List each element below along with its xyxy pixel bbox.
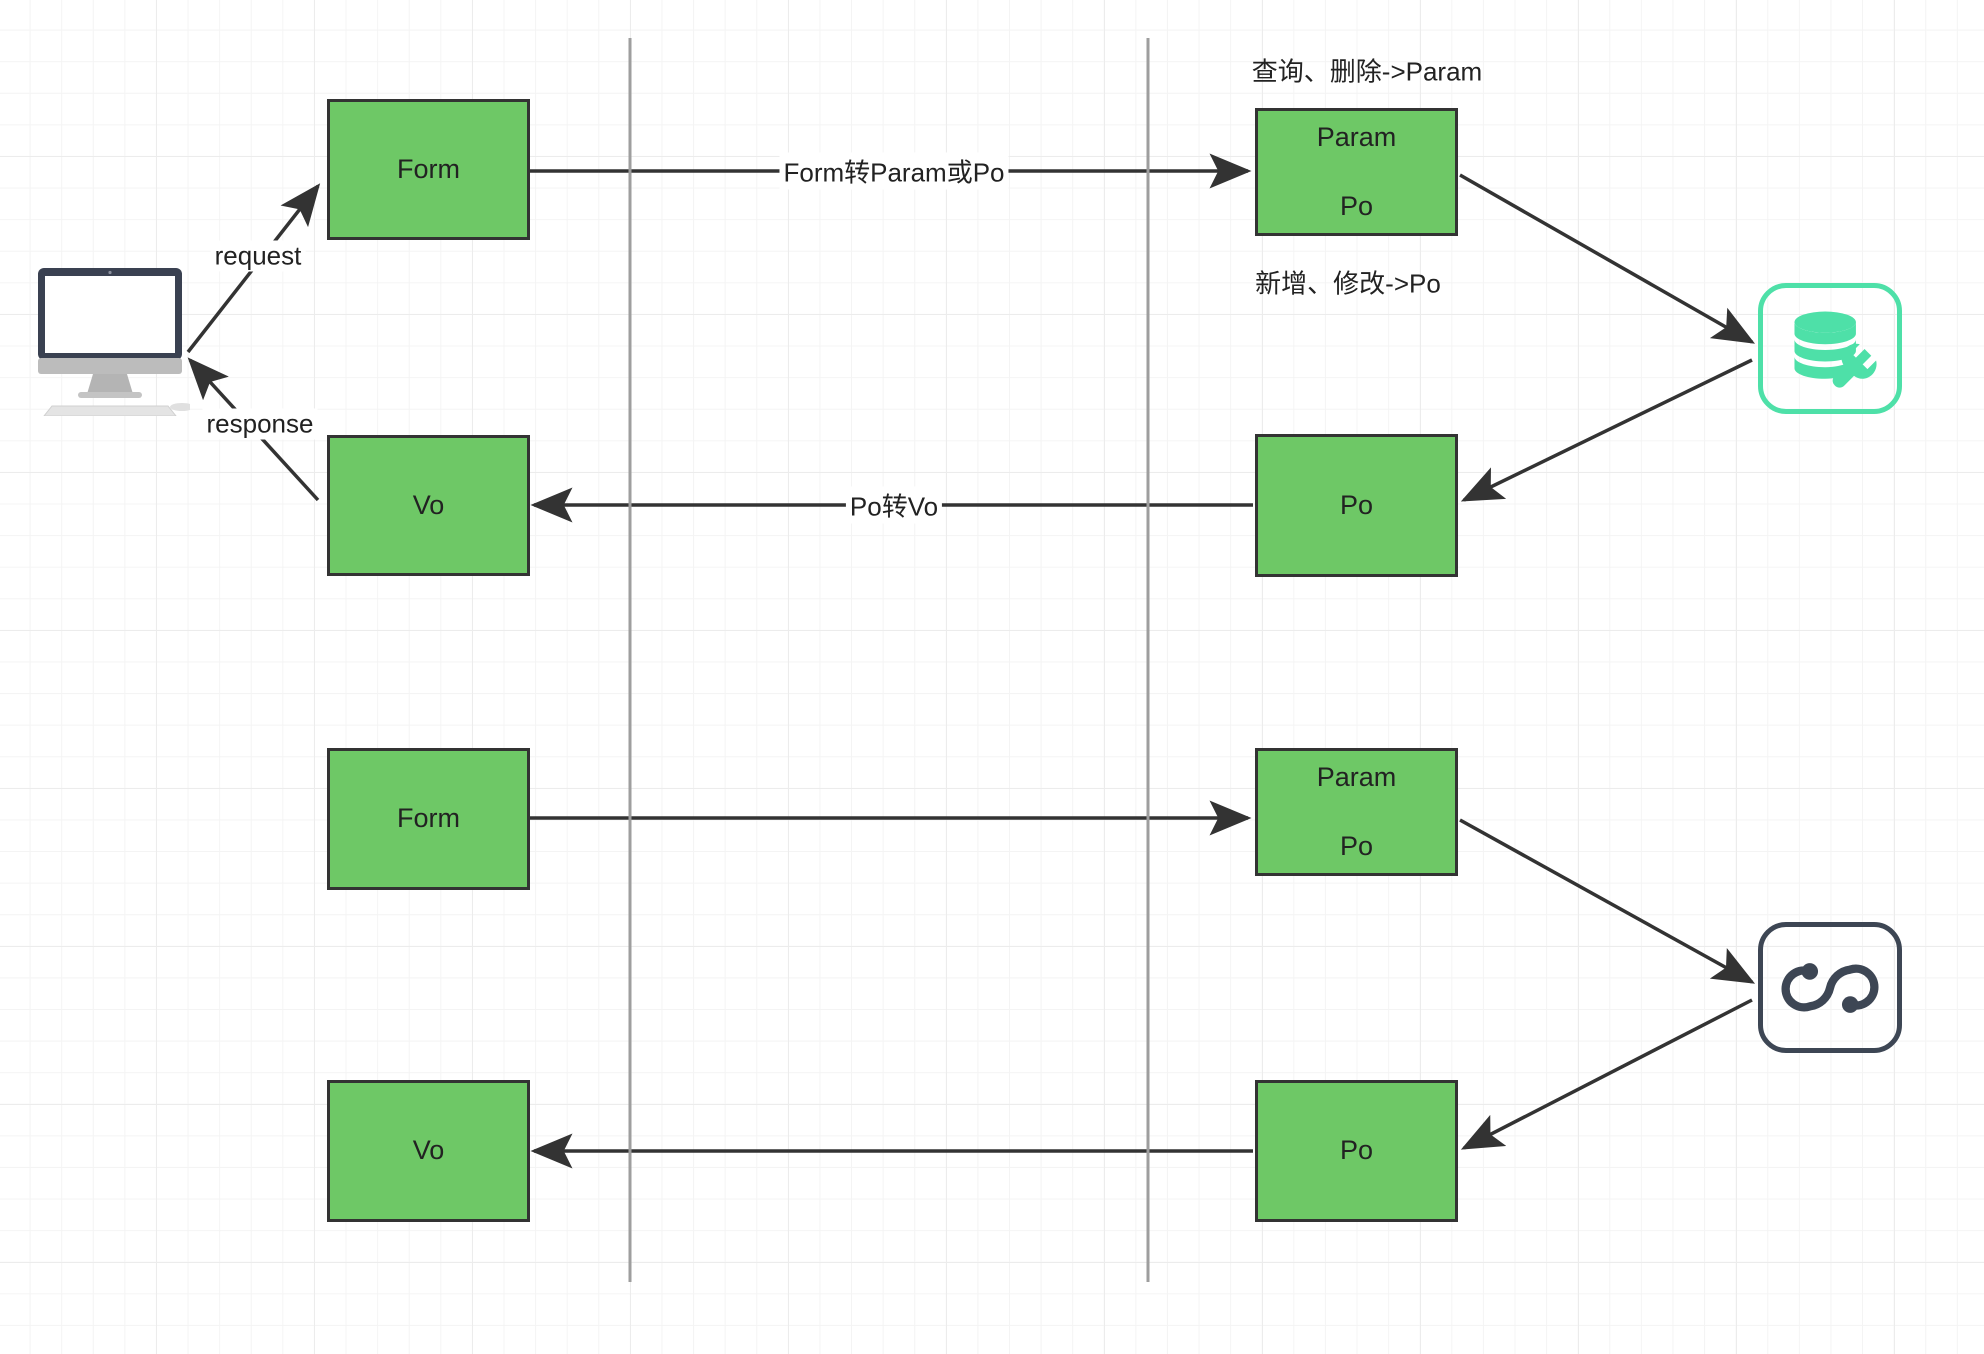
edge-param-to-service bbox=[1459, 818, 1756, 984]
node-label: Form bbox=[397, 803, 460, 834]
param-po-node-top[interactable]: Param Po bbox=[1255, 108, 1458, 236]
edge-label-response: response bbox=[202, 408, 318, 440]
form-node-top[interactable]: Form bbox=[327, 99, 530, 240]
database-icon-card[interactable] bbox=[1758, 283, 1902, 414]
annotation-query-delete: 查询、删除->Param bbox=[1251, 56, 1483, 87]
node-label-secondary: Po bbox=[1339, 190, 1374, 221]
node-label: Vo bbox=[412, 489, 445, 520]
edge-label-po-to-vo: Po转Vo bbox=[845, 486, 943, 524]
po-node-bottom[interactable]: Po bbox=[1255, 1080, 1458, 1222]
po-node-top[interactable]: Po bbox=[1255, 434, 1458, 577]
vo-node-bottom[interactable]: Vo bbox=[327, 1080, 530, 1222]
edge-label-request: request bbox=[210, 240, 306, 272]
vo-node-top[interactable]: Vo bbox=[327, 435, 530, 576]
node-label: Form bbox=[397, 153, 460, 184]
node-label: Param bbox=[1316, 121, 1397, 152]
node-label-secondary: Po bbox=[1339, 830, 1374, 861]
node-label: Po bbox=[1339, 489, 1374, 520]
microservice-link-icon bbox=[1781, 962, 1879, 1013]
database-wrench-icon bbox=[1794, 311, 1877, 388]
service-icon-card[interactable] bbox=[1758, 922, 1902, 1053]
annotation-insert-update: 新增、修改->Po bbox=[1255, 268, 1441, 299]
edge-database-to-po-top bbox=[1460, 358, 1753, 502]
node-label: Vo bbox=[412, 1135, 445, 1166]
form-node-bottom[interactable]: Form bbox=[327, 748, 530, 890]
edge-label-form-to-param: Form转Param或Po bbox=[779, 152, 1009, 190]
node-label: Po bbox=[1339, 1135, 1374, 1166]
desktop-computer-icon bbox=[30, 266, 194, 417]
edge-service-to-po-bottom bbox=[1460, 998, 1753, 1150]
param-po-node-bottom[interactable]: Param Po bbox=[1255, 748, 1458, 876]
edge-param-to-database bbox=[1459, 173, 1756, 344]
node-label: Param bbox=[1316, 761, 1397, 792]
